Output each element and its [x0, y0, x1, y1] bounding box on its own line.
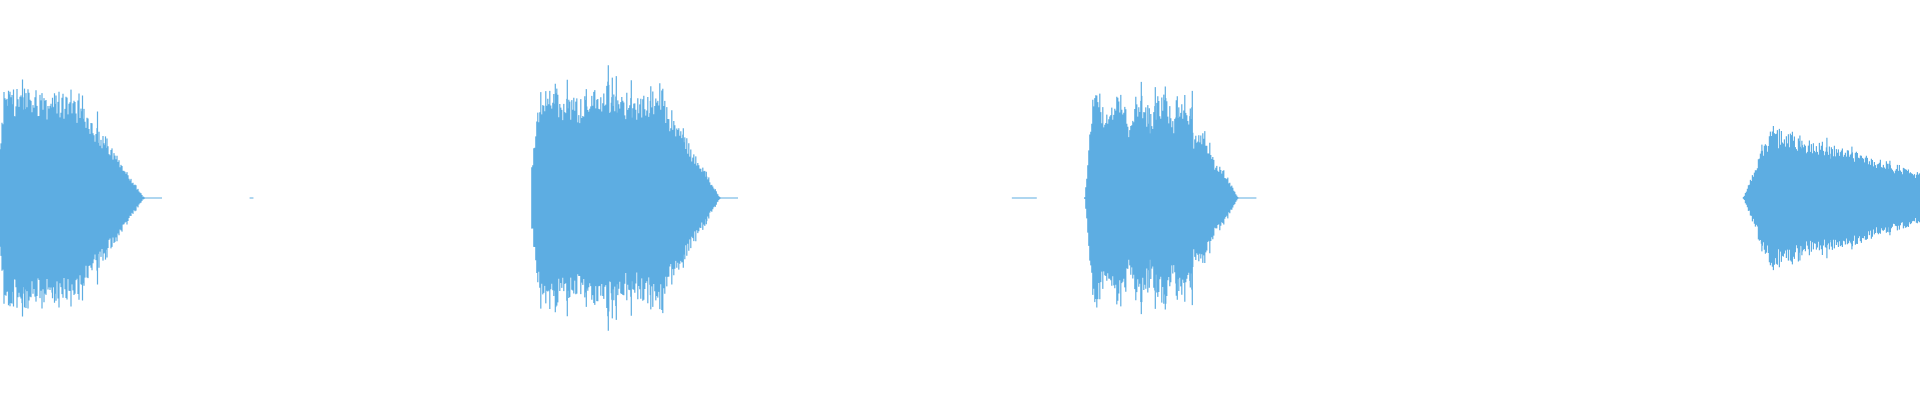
waveform-burst: [0, 79, 145, 317]
waveform-burst-2: [531, 65, 738, 331]
waveform-bursts: [0, 65, 1920, 331]
waveform-burst: [531, 65, 721, 331]
waveform-burst-1: [0, 79, 162, 317]
waveform-burst: [1742, 126, 1920, 271]
waveform-burst: [1084, 81, 1239, 315]
waveform-burst-3: [1084, 81, 1257, 315]
waveform-burst-4: [1742, 126, 1920, 271]
